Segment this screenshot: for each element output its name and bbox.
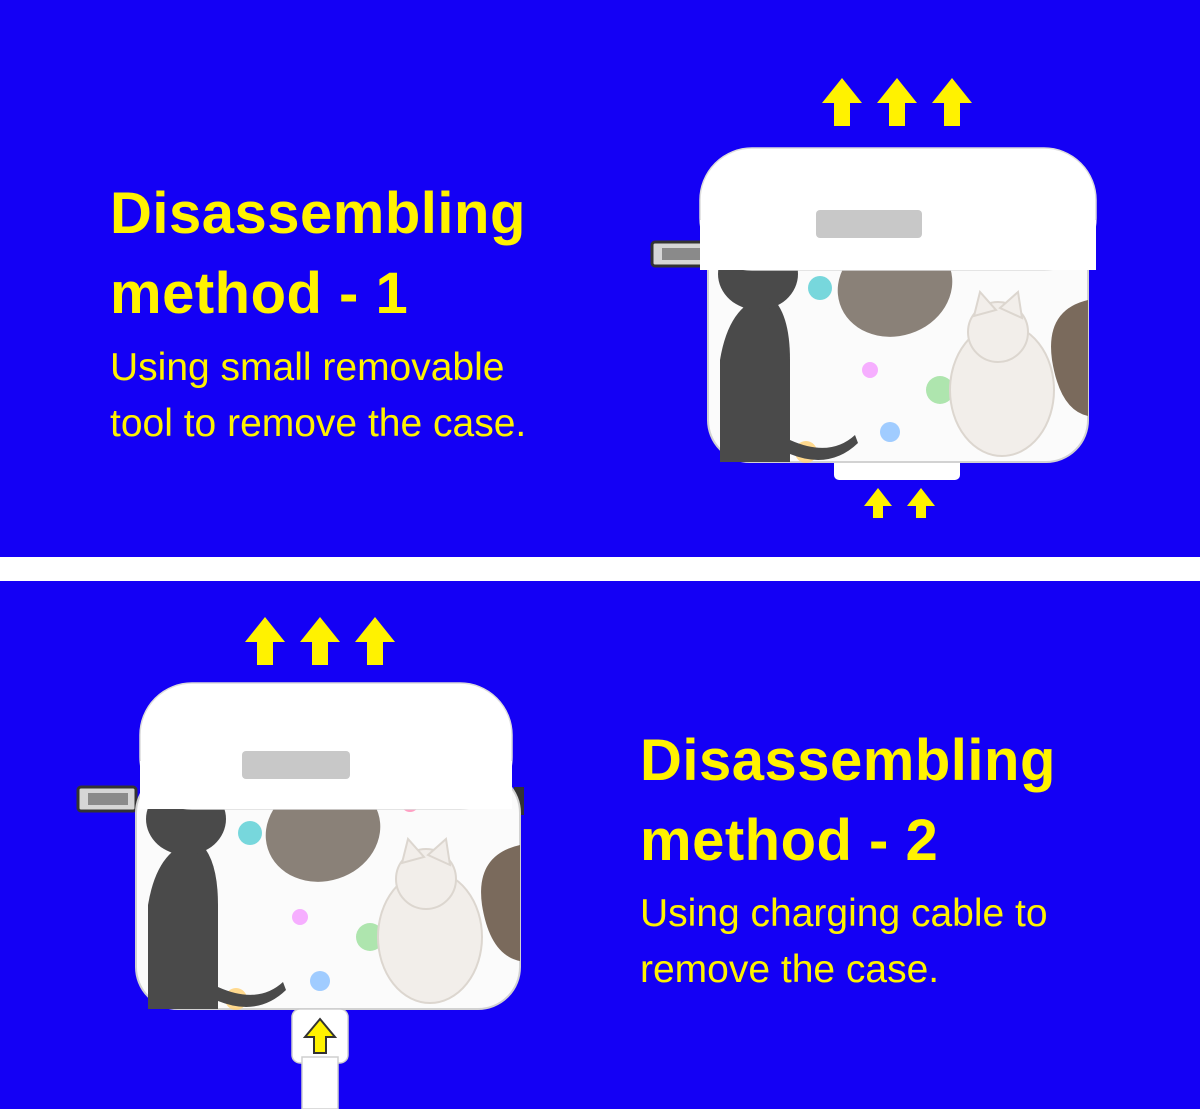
method-1-description-line-2: tool to remove the case. xyxy=(110,402,527,445)
method-2-description: Using charging cable to remove the case. xyxy=(640,886,1048,998)
method-1-description-line-1: Using small removable xyxy=(110,346,505,389)
arrow-up-icon xyxy=(877,78,917,126)
arrow-up-icon xyxy=(907,488,935,518)
keyring-clip-icon xyxy=(76,785,138,813)
arrow-up-icon xyxy=(932,78,972,126)
arrow-up-icon xyxy=(302,1017,338,1054)
bubble xyxy=(808,276,832,300)
case-bottom-stem xyxy=(834,458,960,480)
method-1-panel: Disassembling method - 1 Using small rem… xyxy=(0,0,1200,557)
method-2-panel: Disassembling method - 2 Using charging … xyxy=(0,581,1200,1109)
method-1-description: Using small removable tool to remove the… xyxy=(110,340,526,452)
white-cat-artwork xyxy=(949,289,1055,457)
method-2-description-line-1: Using charging cable to xyxy=(640,892,1048,935)
arrow-up-icon xyxy=(300,617,340,665)
method-2-title: Disassembling method - 2 xyxy=(640,721,1056,881)
method-1-title-line-2: method - 1 xyxy=(110,261,409,326)
arrow-up-icon xyxy=(864,488,892,518)
bubble xyxy=(880,422,900,442)
method-2-title-line-2: method - 2 xyxy=(640,808,939,873)
method-2-illustration-svg xyxy=(76,617,524,1109)
arrow-up-icon xyxy=(355,617,395,665)
bubble xyxy=(238,821,262,845)
method-2-title-line-1: Disassembling xyxy=(640,728,1056,793)
method-2-illustration xyxy=(70,611,540,1109)
white-cat-artwork xyxy=(377,836,483,1004)
arrow-up-icon xyxy=(822,78,862,126)
bubble xyxy=(356,923,384,951)
arrow-up-icon xyxy=(245,617,285,665)
method-1-illustration-svg xyxy=(650,78,1097,518)
bubble xyxy=(926,376,954,404)
brown-fur-artwork xyxy=(1051,300,1088,416)
bubble xyxy=(310,971,330,991)
brown-fur-artwork xyxy=(481,845,520,961)
method-1-illustration xyxy=(640,60,1100,540)
case-lid xyxy=(139,682,513,810)
case-lid xyxy=(699,147,1097,271)
method-1-title: Disassembling method - 1 xyxy=(110,174,526,334)
bubble xyxy=(862,362,878,378)
method-2-description-line-2: remove the case. xyxy=(640,948,940,991)
method-1-title-line-1: Disassembling xyxy=(110,181,526,246)
keyring-clip-icon xyxy=(650,240,712,268)
bubble xyxy=(292,909,308,925)
